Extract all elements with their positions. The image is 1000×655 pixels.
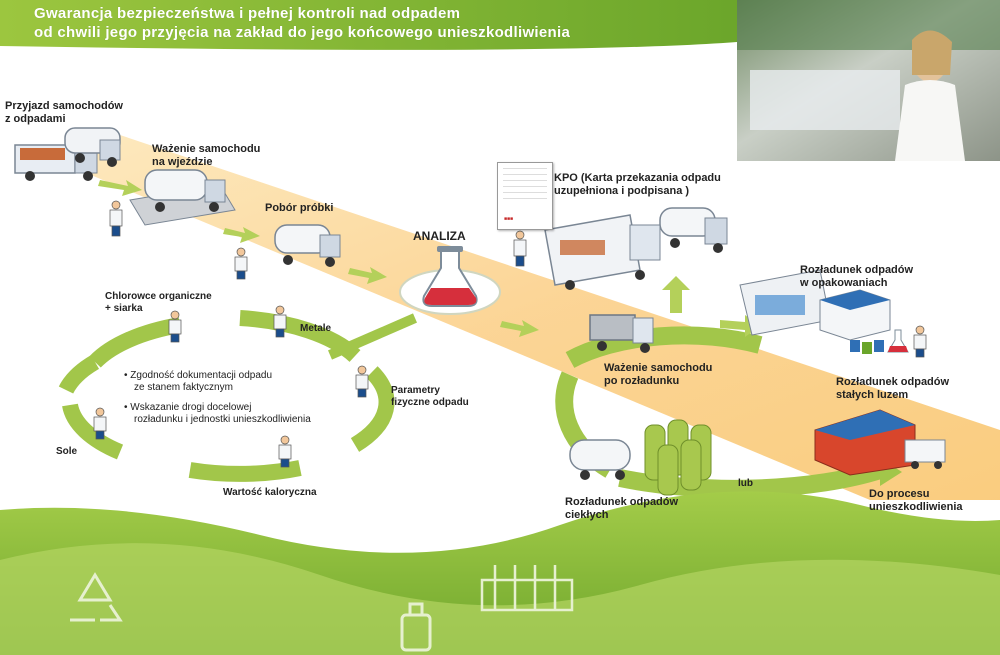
- bottom-wave-light: [0, 543, 1000, 655]
- page-title: Gwarancja bezpieczeństwa i pełnej kontro…: [34, 5, 571, 41]
- flask-icon: [399, 246, 501, 315]
- label-calorific: Wartość kaloryczna: [223, 487, 317, 498]
- truck-icon: [129, 169, 236, 226]
- analysis-cycle-ring: [58, 310, 395, 482]
- recycle-icon: [70, 572, 123, 622]
- rack-icon: [480, 565, 574, 612]
- lab-photo: [737, 0, 1000, 161]
- truck-icon: [274, 224, 341, 267]
- warehouse-icon: [814, 409, 946, 476]
- document-icon: ■■■: [497, 162, 553, 230]
- bottle-icon: [400, 602, 432, 652]
- label-salts: Sole: [56, 446, 78, 457]
- label-analysis: ANALIZA: [413, 229, 466, 243]
- truck-icon: [589, 314, 654, 353]
- worker-icon: [93, 200, 927, 468]
- label-sampling: Pobór próbki: [265, 202, 334, 214]
- truck-icon: [544, 207, 728, 290]
- header: Gwarancja bezpieczeństwa i pełnej kontro…: [0, 0, 1000, 50]
- label-halogens: Chlorowce organiczne+ siarka: [105, 291, 212, 314]
- truck-icon: [14, 127, 121, 181]
- label-or: lub: [738, 478, 753, 489]
- truck-icon: [569, 439, 631, 480]
- warehouse-icon: [739, 269, 909, 354]
- tank-icon: [644, 419, 712, 496]
- header-band: [0, 0, 760, 50]
- label-metals: Metale: [300, 323, 332, 334]
